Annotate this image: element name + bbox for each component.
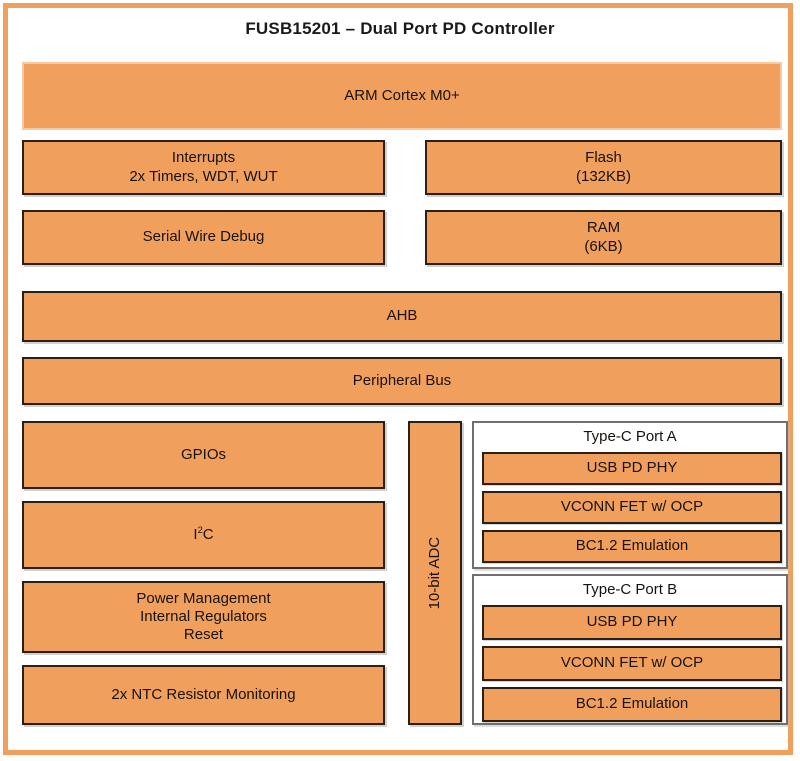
group-type-c-port-a-title: Type-C Port A: [583, 428, 677, 445]
block-power-management-line3: Reset: [183, 626, 224, 644]
block-port-b-usb-pd-phy: USB PD PHY: [482, 605, 782, 640]
page-title: FUSB15201 – Dual Port PD Controller: [245, 19, 555, 38]
block-port-a-vconn-fet-label: VCONN FET w/ OCP: [560, 498, 704, 516]
block-arm-cortex: ARM Cortex M0+: [22, 62, 782, 130]
block-adc: 10-bit ADC: [408, 421, 462, 725]
block-serial-wire-debug-label: Serial Wire Debug: [142, 228, 265, 246]
block-power-management-line1: Power Management: [136, 589, 271, 607]
block-port-b-usb-pd-phy-label: USB PD PHY: [586, 613, 678, 631]
block-port-b-bc12-emulation-label: BC1.2 Emulation: [575, 695, 689, 713]
block-port-a-bc12-emulation: BC1.2 Emulation: [482, 530, 782, 563]
block-port-b-vconn-fet-label: VCONN FET w/ OCP: [560, 654, 704, 672]
block-flash-line2: (132KB): [575, 167, 632, 185]
block-gpios-label: GPIOs: [180, 445, 226, 463]
block-port-b-vconn-fet: VCONN FET w/ OCP: [482, 646, 782, 681]
block-ntc-resistor-monitoring-label: 2x NTC Resistor Monitoring: [111, 685, 296, 703]
block-port-a-usb-pd-phy-label: USB PD PHY: [586, 459, 678, 477]
block-interrupts: Interrupts 2x Timers, WDT, WUT: [22, 140, 385, 195]
block-ram: RAM (6KB): [425, 210, 782, 265]
block-ntc-resistor-monitoring: 2x NTC Resistor Monitoring: [22, 665, 385, 725]
block-power-management: Power Management Internal Regulators Res…: [22, 581, 385, 653]
block-adc-label: 10-bit ADC: [425, 536, 443, 610]
block-peripheral-bus: Peripheral Bus: [22, 357, 782, 405]
block-serial-wire-debug: Serial Wire Debug: [22, 210, 385, 265]
block-port-b-bc12-emulation: BC1.2 Emulation: [482, 687, 782, 722]
block-gpios: GPIOs: [22, 421, 385, 489]
block-flash-line1: Flash: [585, 149, 622, 167]
block-interrupts-line2: 2x Timers, WDT, WUT: [129, 167, 278, 185]
block-i2c-label: I2C: [193, 524, 214, 543]
block-port-a-usb-pd-phy: USB PD PHY: [482, 452, 782, 485]
block-port-a-bc12-emulation-label: BC1.2 Emulation: [575, 537, 689, 555]
block-ram-line2: (6KB): [584, 237, 623, 255]
block-peripheral-bus-label: Peripheral Bus: [352, 371, 452, 389]
block-flash: Flash (132KB): [425, 140, 782, 195]
block-i2c: I2C: [22, 501, 385, 569]
block-ram-line1: RAM: [586, 219, 621, 237]
block-port-a-vconn-fet: VCONN FET w/ OCP: [482, 491, 782, 524]
group-type-c-port-b-title: Type-C Port B: [582, 581, 678, 598]
block-ahb: AHB: [22, 291, 782, 342]
block-ahb-label: AHB: [386, 307, 418, 325]
block-power-management-line2: Internal Regulators: [140, 607, 267, 625]
block-arm-cortex-label: ARM Cortex M0+: [344, 86, 460, 104]
group-type-c-port-b: Type-C Port B USB PD PHY VCONN FET w/ OC…: [472, 574, 788, 725]
block-interrupts-line1: Interrupts: [171, 149, 236, 167]
group-type-c-port-a: Type-C Port A USB PD PHY VCONN FET w/ OC…: [472, 421, 788, 569]
